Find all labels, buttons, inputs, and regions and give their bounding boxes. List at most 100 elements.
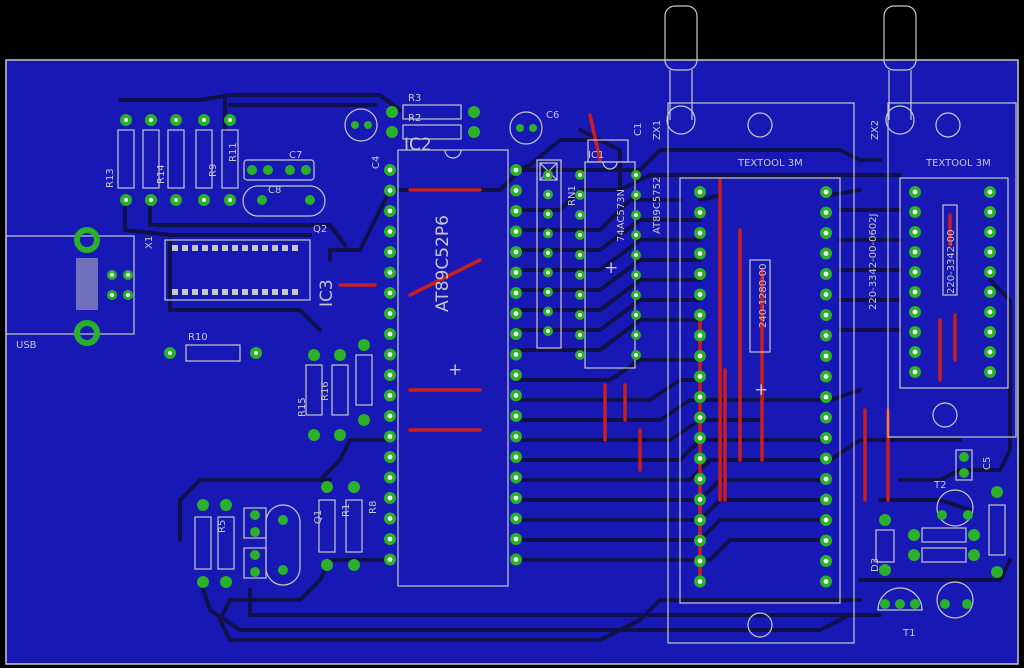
pin-hole: [387, 495, 393, 501]
pin-hole: [387, 188, 393, 193]
label-ic1-part: 74AC573N: [616, 189, 627, 242]
pin-hole: [823, 497, 829, 502]
pin-hole: [823, 517, 829, 523]
pin-hole: [513, 270, 519, 275]
pin-hole: [987, 369, 993, 375]
label-c7: C7: [289, 150, 302, 161]
pin-hole: [387, 229, 393, 234]
c5-cap: [955, 449, 973, 481]
pin-hole: [546, 231, 550, 236]
pin-hole: [546, 173, 550, 177]
pin-hole: [987, 249, 993, 255]
r3-r2-resistors: [386, 104, 480, 140]
pin-hole: [697, 210, 703, 215]
ic2-pins-right: [510, 164, 522, 566]
label-textool2: TEXTOOL 3M: [925, 158, 991, 169]
pin-hole: [546, 212, 550, 216]
pin-hole: [387, 536, 393, 542]
pin-hole: [697, 312, 703, 318]
pin-hole: [697, 476, 703, 482]
pin-hole: [912, 249, 918, 255]
pin-hole: [912, 309, 918, 315]
pin-hole: [987, 309, 993, 315]
pin-hole: [634, 353, 638, 357]
pin-hole: [823, 271, 829, 277]
pin-hole: [987, 229, 993, 235]
pin-hole: [634, 193, 638, 197]
pin-hole: [823, 189, 829, 195]
pin-hole: [513, 454, 519, 460]
label-socket-code2: 220-3342-00-0602J: [868, 214, 879, 310]
pin-hole: [513, 536, 519, 542]
pin-hole: [546, 251, 550, 255]
pin-hole: [387, 331, 393, 337]
pin-hole: [912, 349, 918, 355]
pin-hole: [823, 394, 829, 400]
label-r8: R8: [368, 501, 379, 514]
zx2-tab: [883, 5, 917, 135]
pin-hole: [634, 273, 638, 277]
label-c1: C1: [633, 123, 644, 136]
pin-hole: [823, 292, 829, 297]
pin-hole: [912, 269, 918, 275]
pin-hole: [387, 393, 393, 398]
zx1-socket: [667, 102, 855, 644]
resistor-group-bottom-left: [194, 481, 363, 588]
pin-hole: [987, 269, 993, 275]
pin-hole: [697, 189, 703, 195]
pin-hole: [912, 189, 918, 195]
pin-hole: [697, 333, 703, 338]
pin-hole: [387, 270, 393, 275]
label-r15: R15: [297, 397, 308, 417]
pin-hole: [912, 209, 918, 215]
pin-hole: [823, 210, 829, 215]
pin-hole: [697, 415, 703, 420]
label-c4: C4: [371, 156, 382, 169]
label-q1: Q1: [313, 510, 324, 524]
pin-hole: [987, 349, 993, 355]
label-ic1: IC1: [588, 150, 604, 161]
pin-hole: [513, 372, 519, 378]
label-c6: C6: [546, 110, 559, 121]
q2-crystal: [242, 185, 326, 217]
pin-hole: [387, 475, 393, 480]
pin-hole: [823, 435, 829, 441]
label-zx2: ZX2: [870, 120, 881, 140]
c4-cap: [344, 108, 378, 142]
pin-hole: [987, 289, 993, 295]
pin-hole: [823, 251, 829, 256]
label-d3: D3: [870, 558, 881, 572]
ic1-pins: [575, 170, 641, 360]
label-r16: R16: [320, 381, 331, 401]
pin-hole: [823, 579, 829, 584]
label-c5: C5: [982, 457, 993, 470]
zx1-pins: [694, 186, 832, 588]
label-ic1-alt: AT89C5752: [652, 177, 663, 234]
pin-hole: [578, 353, 582, 357]
pin-hole: [546, 192, 550, 197]
board-outline: [5, 59, 1019, 665]
pin-hole: [823, 538, 829, 543]
pin-hole: [513, 208, 519, 214]
label-plus-ic1: +: [604, 258, 618, 278]
pin-hole: [546, 309, 550, 314]
pin-hole: [387, 167, 393, 173]
pin-hole: [823, 312, 829, 318]
pin-hole: [578, 253, 582, 257]
pin-hole: [634, 253, 638, 257]
pin-hole: [987, 209, 993, 215]
label-t1: T1: [902, 628, 915, 639]
pin-hole: [823, 476, 829, 482]
pin-hole: [578, 273, 582, 277]
label-r10: R10: [188, 332, 208, 343]
label-usb: USB: [16, 340, 37, 351]
pin-hole: [697, 456, 703, 461]
label-r2: R2: [408, 113, 421, 124]
usb-connector: [5, 227, 135, 346]
pin-hole: [578, 213, 582, 217]
pin-hole: [912, 289, 918, 295]
pin-hole: [546, 329, 550, 333]
t1-transistor: [877, 581, 974, 619]
label-r13: R13: [105, 168, 116, 188]
